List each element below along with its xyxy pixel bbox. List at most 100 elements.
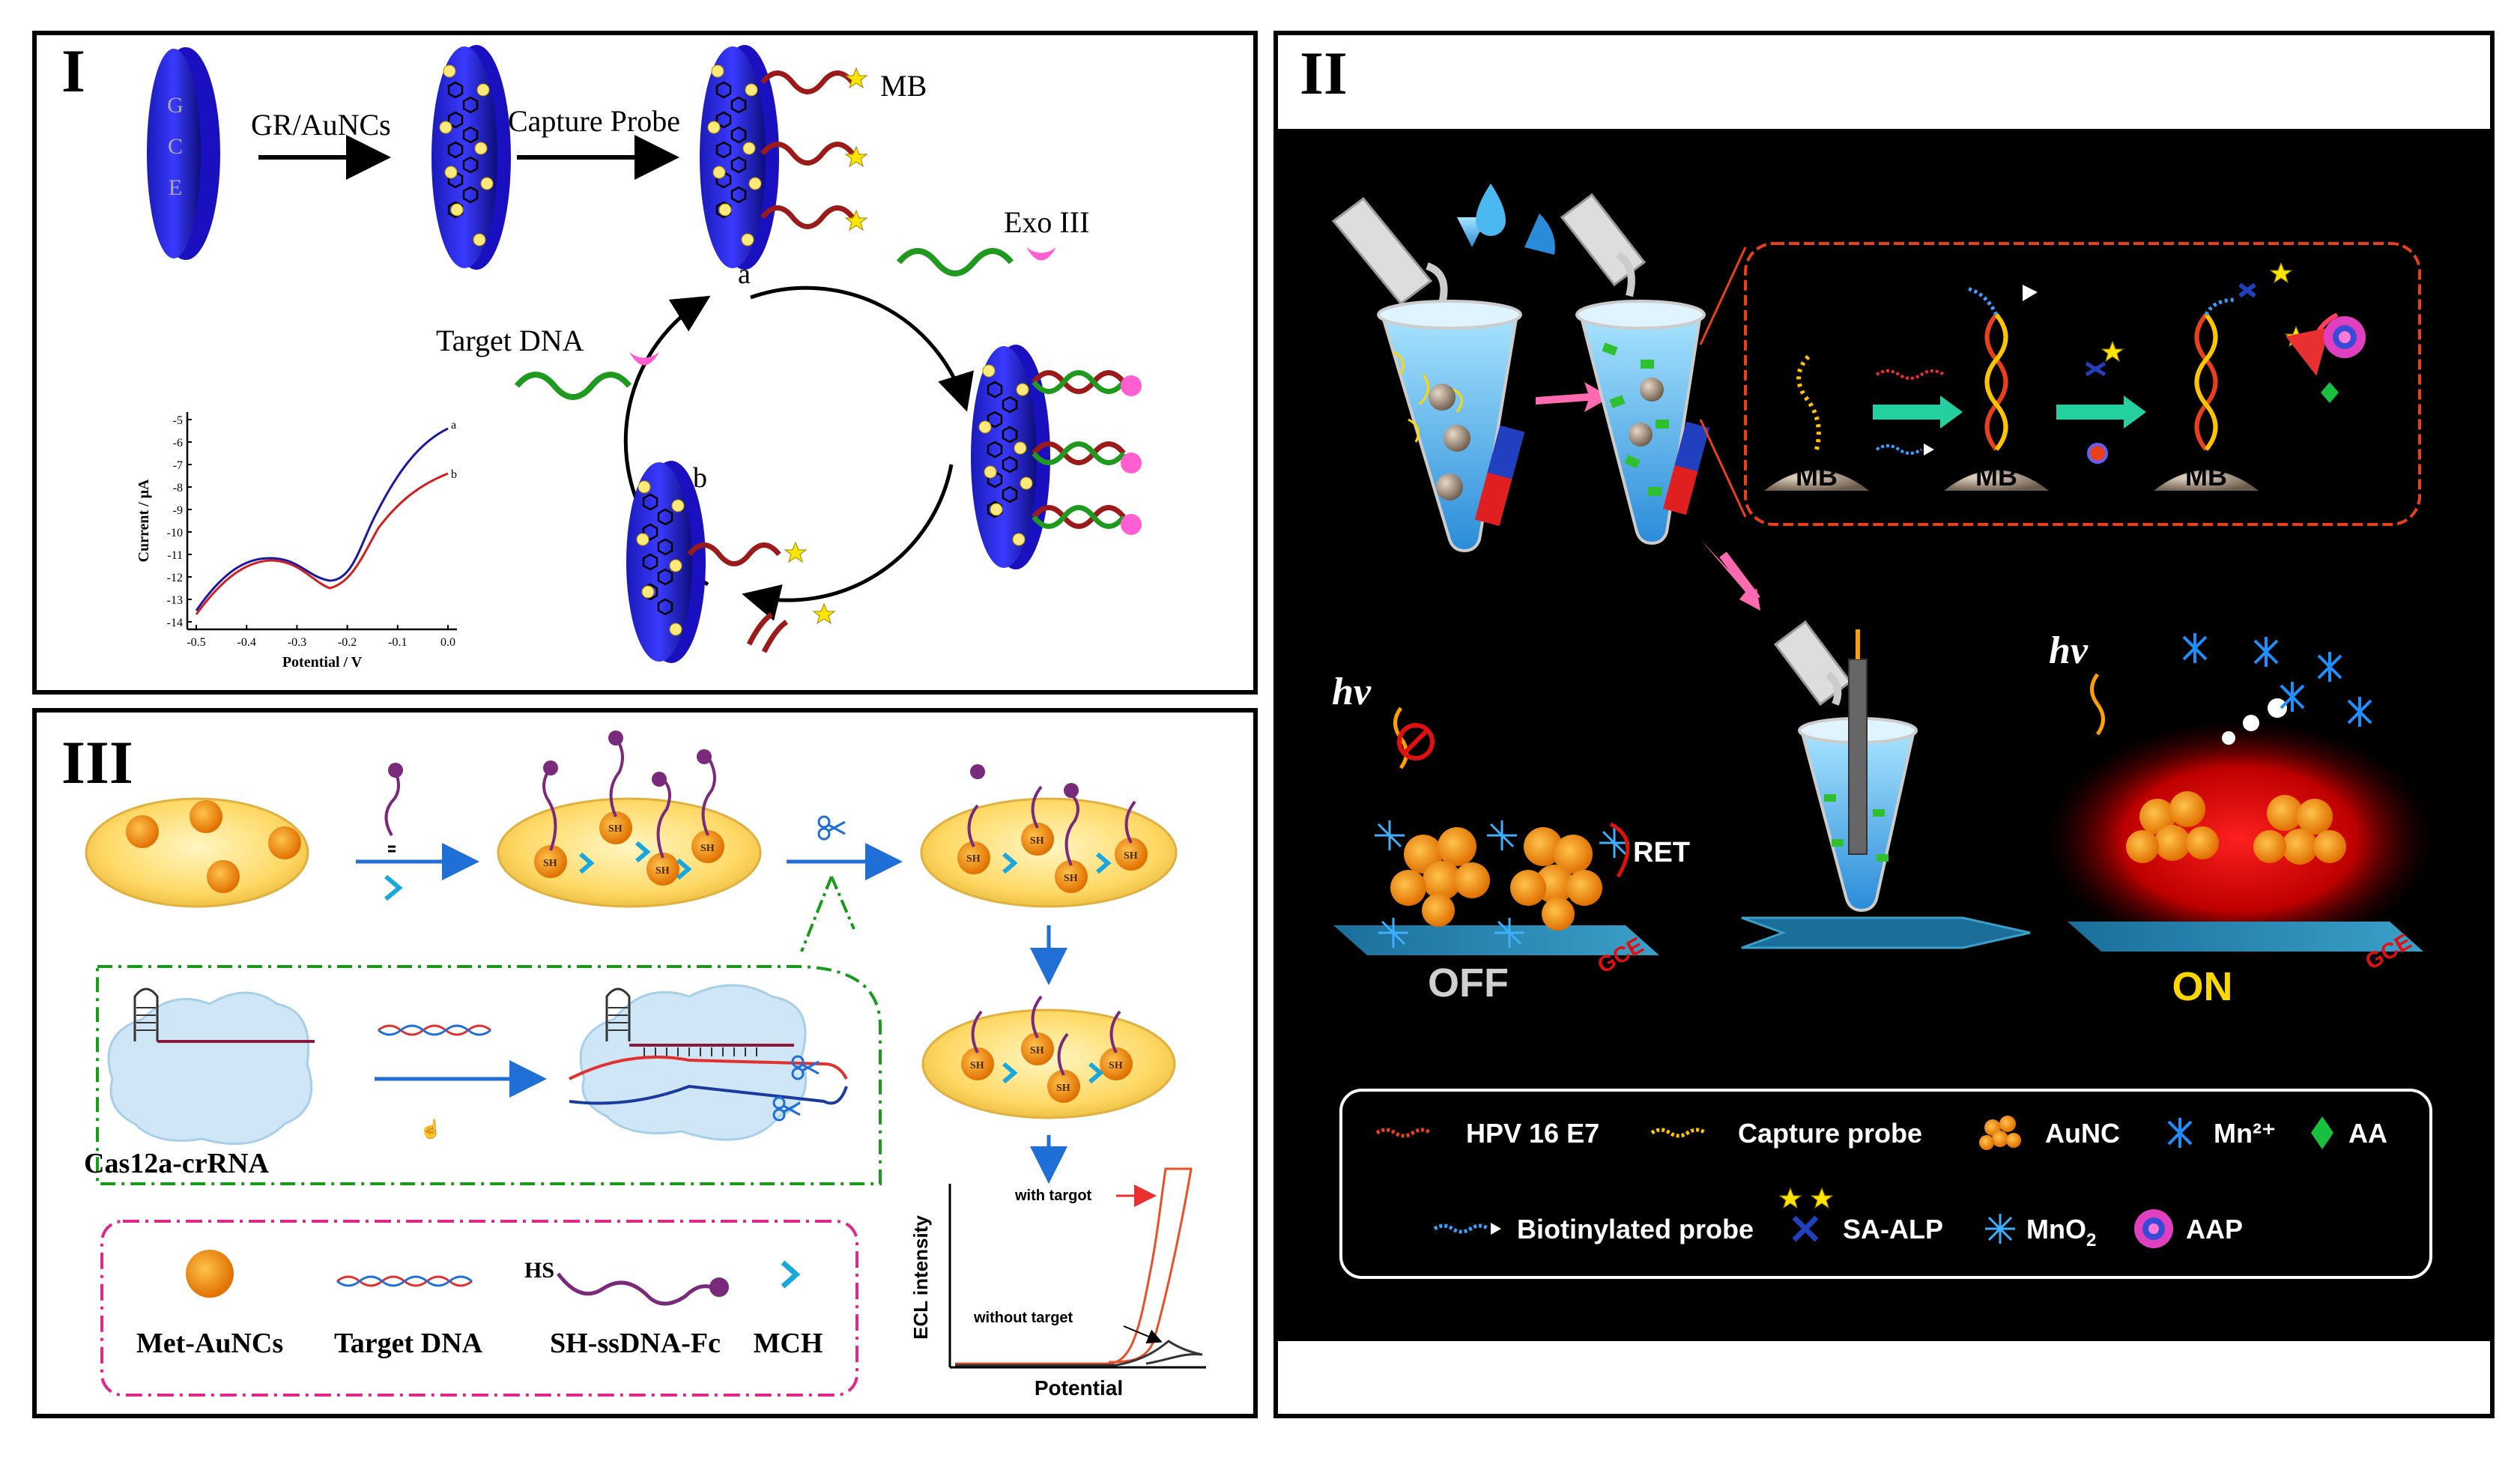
panel-three: III bbox=[32, 708, 1258, 1418]
cas12a-detail-box: Cas12a-crRNA ☝ bbox=[84, 965, 882, 1185]
inset-x-tick-label: -0.5 bbox=[187, 636, 205, 649]
ecl-glow bbox=[2045, 719, 2435, 959]
inset-y-tick-label: -13 bbox=[167, 594, 183, 607]
panel-one-numeral: I bbox=[61, 37, 85, 105]
pink-arrow-1 bbox=[1536, 382, 1611, 412]
legend-mno2-icon bbox=[1985, 1214, 2015, 1244]
inset-y-tick-label: -8 bbox=[173, 482, 183, 494]
blocked-icon bbox=[1397, 723, 1435, 760]
inset-y-tick-label: -7 bbox=[173, 459, 183, 472]
pink-arrow-2 bbox=[1700, 539, 1760, 611]
detection-tube bbox=[1773, 620, 1918, 913]
panel-one: I G C E GR/AuNCs Capture bbox=[32, 31, 1258, 695]
ecl-with-target-label: with targot bbox=[1014, 1188, 1092, 1204]
ecl-x-label: Potential bbox=[1035, 1376, 1123, 1400]
inset-x-tick-label: -0.4 bbox=[237, 636, 256, 649]
inset-curve-b bbox=[195, 472, 449, 615]
add-probe-step bbox=[356, 763, 479, 901]
pipette-1 bbox=[1331, 196, 1448, 306]
panel-three-numeral: III bbox=[61, 728, 133, 796]
on-label: ON bbox=[2172, 964, 2233, 1009]
target-enzyme-icon bbox=[629, 352, 659, 366]
ret-label: RET bbox=[1633, 837, 1690, 868]
state-b-label: b bbox=[693, 462, 707, 494]
legend-saalp-label: SA-ALP bbox=[1843, 1214, 1943, 1244]
legend-aunc-icon bbox=[1979, 1116, 2021, 1150]
legend-mch-label: MCH bbox=[754, 1328, 823, 1359]
legend-ssdna-icon bbox=[557, 1272, 717, 1306]
plate-cleaved: SH SH SH SH bbox=[920, 764, 1178, 908]
scissors-icon bbox=[817, 815, 846, 841]
ecl-without-target-arrow bbox=[1123, 1325, 1163, 1344]
sh-label-2: SH bbox=[608, 823, 623, 835]
sh-label-11: SH bbox=[1056, 1083, 1070, 1094]
cas12a-label: Cas12a-crRNA bbox=[84, 1148, 270, 1179]
released-dots bbox=[2222, 698, 2287, 745]
aa-diamond-icon bbox=[2321, 382, 2339, 403]
ecl-y-label: ECL intensity bbox=[909, 1215, 932, 1340]
cas12a-protein-1 bbox=[107, 991, 313, 1146]
mb-label: MB bbox=[880, 69, 927, 103]
plate-bare bbox=[85, 797, 309, 908]
ecl-curve-without-target bbox=[955, 1340, 1203, 1367]
legend-aa-icon bbox=[2311, 1116, 2333, 1149]
panel-two-numeral: II bbox=[1300, 39, 1348, 107]
on-state: GCE hv ON bbox=[2045, 629, 2435, 1009]
inset-y-tick-label: -12 bbox=[167, 572, 183, 584]
teal-arrow-2 bbox=[2056, 396, 2146, 429]
inset-y-tick-label: -11 bbox=[167, 549, 183, 562]
gce-letter-g: G bbox=[167, 93, 184, 118]
inset-y-tick-label: -10 bbox=[167, 527, 183, 539]
teal-arrow-1 bbox=[1873, 396, 1963, 429]
legend-target-dna-label: Target DNA bbox=[334, 1328, 483, 1359]
inset-y-tick-label: -6 bbox=[173, 437, 183, 450]
sh-label-9: SH bbox=[970, 1060, 984, 1071]
state-a-label: a bbox=[738, 258, 751, 290]
step2-label: Capture Probe bbox=[508, 104, 680, 138]
mb-label-3: MB bbox=[2185, 461, 2227, 491]
ecl-chart: ECL intensity Potential with targot with… bbox=[909, 1167, 1206, 1400]
hybridized-electrode bbox=[971, 345, 1142, 569]
legend-aap-label: AAP bbox=[2186, 1214, 2243, 1244]
exo-label: Exo III bbox=[1004, 205, 1089, 239]
sh-label-7: SH bbox=[1064, 873, 1078, 884]
panel-two-legend: HPV 16 E7 Capture probe AuNC Mn²⁺ AA Bio… bbox=[1339, 1089, 2432, 1279]
hv-label-off: hv bbox=[1332, 671, 1372, 713]
sh-label-8: SH bbox=[1124, 850, 1138, 862]
legend-hs-label: HS bbox=[524, 1258, 554, 1283]
aunc-dots bbox=[439, 64, 494, 246]
exo-dna-strand bbox=[896, 248, 1014, 276]
gce-slab-on bbox=[2068, 922, 2423, 952]
hand-cursor-icon: ☝ bbox=[420, 1118, 442, 1140]
aap-flower-icon bbox=[2324, 316, 2366, 358]
inset-x-tick-label: 0.0 bbox=[440, 636, 455, 649]
pipette-2 bbox=[1560, 193, 1647, 297]
hv-label-on: hv bbox=[2049, 629, 2089, 672]
gce-letter-e: E bbox=[169, 175, 182, 200]
target-dna-helix-strand-1 bbox=[378, 1024, 491, 1036]
capture-process-box: MB MB MB bbox=[1699, 242, 2421, 526]
modified-electrode-1 bbox=[431, 45, 511, 270]
sh-label-4: SH bbox=[700, 843, 715, 854]
mb-bead-1 bbox=[1764, 470, 1869, 491]
tube-2 bbox=[1575, 300, 1709, 545]
target-dna-helix-strand-2 bbox=[378, 1024, 491, 1036]
inset-x-tick-label: -0.3 bbox=[288, 636, 306, 649]
pink-arrow-2-shaft bbox=[1719, 551, 1760, 602]
legend-mch-icon bbox=[781, 1260, 801, 1289]
legend-mno2-label: MnO2 bbox=[2026, 1214, 2096, 1250]
legend-saalp-icon bbox=[1779, 1188, 1833, 1242]
inset-y-tick-label: -9 bbox=[173, 504, 183, 517]
sh-label-12: SH bbox=[1109, 1060, 1123, 1071]
inset-y-tick-label: -14 bbox=[167, 617, 183, 629]
cycle-arrow-right bbox=[742, 464, 954, 621]
emission-wave-on bbox=[2090, 673, 2105, 736]
mb-bead-3 bbox=[2154, 470, 2259, 491]
inset-curve-a-label: a bbox=[451, 419, 456, 432]
reagent-drops bbox=[1457, 184, 1555, 255]
inset-y-ticks: -5-6-7-8-9-10-11-12-13-14 bbox=[167, 414, 192, 629]
inset-x-label: Potential / V bbox=[282, 654, 363, 671]
legend-mn2-label: Mn²⁺ bbox=[2214, 1118, 2276, 1149]
sh-label-5: SH bbox=[966, 853, 981, 865]
inset-x-tick-label: -0.1 bbox=[388, 636, 407, 649]
